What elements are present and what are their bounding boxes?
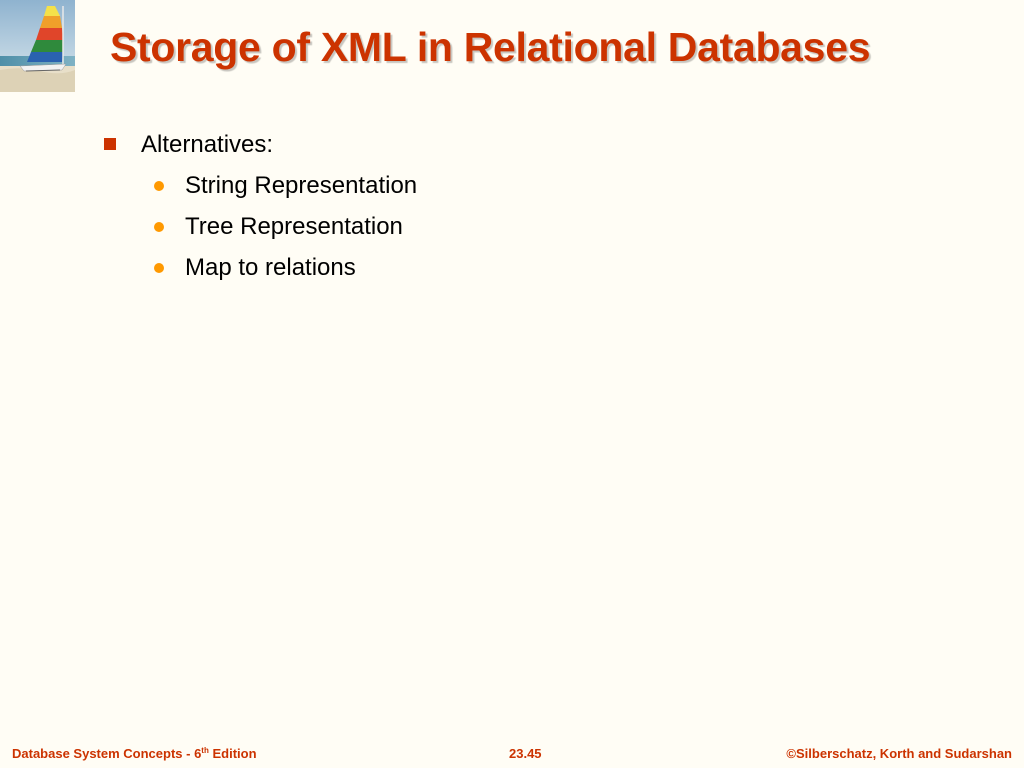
bullet-level2-text: Map to relations	[185, 254, 356, 281]
bullet-level2-text: String Representation	[185, 172, 418, 199]
bullet-level2-text: Tree Representation	[185, 213, 403, 240]
footer-edition-superscript: th	[201, 746, 209, 755]
footer-edition-suffix: Edition	[208, 746, 257, 761]
bullet-level2-item: Tree Representation	[100, 210, 980, 244]
sailboat-logo-icon	[0, 0, 75, 92]
round-bullet-icon	[154, 263, 164, 273]
round-bullet-icon	[154, 222, 164, 232]
footer-book-title: Database System Concepts - 6th Edition	[12, 746, 257, 761]
bullet-level2-item: String Representation	[100, 169, 980, 203]
round-bullet-icon	[154, 181, 164, 191]
bullet-level1-item: Alternatives:	[100, 128, 980, 162]
square-bullet-icon	[104, 138, 116, 150]
footer-book-title-prefix: Database System Concepts - 6	[12, 746, 202, 761]
bullet-level2-item: Map to relations	[100, 251, 980, 285]
slide-footer: Database System Concepts - 6th Edition 2…	[0, 744, 1024, 764]
footer-page-number: 23.45	[509, 746, 542, 761]
slide-title: Storage of XML in Relational Databases	[110, 24, 871, 70]
bullet-level1-text: Alternatives:	[141, 131, 274, 158]
footer-copyright: ©Silberschatz, Korth and Sudarshan	[786, 746, 1012, 761]
bullet-list: Alternatives: String Representation Tree…	[100, 128, 980, 285]
